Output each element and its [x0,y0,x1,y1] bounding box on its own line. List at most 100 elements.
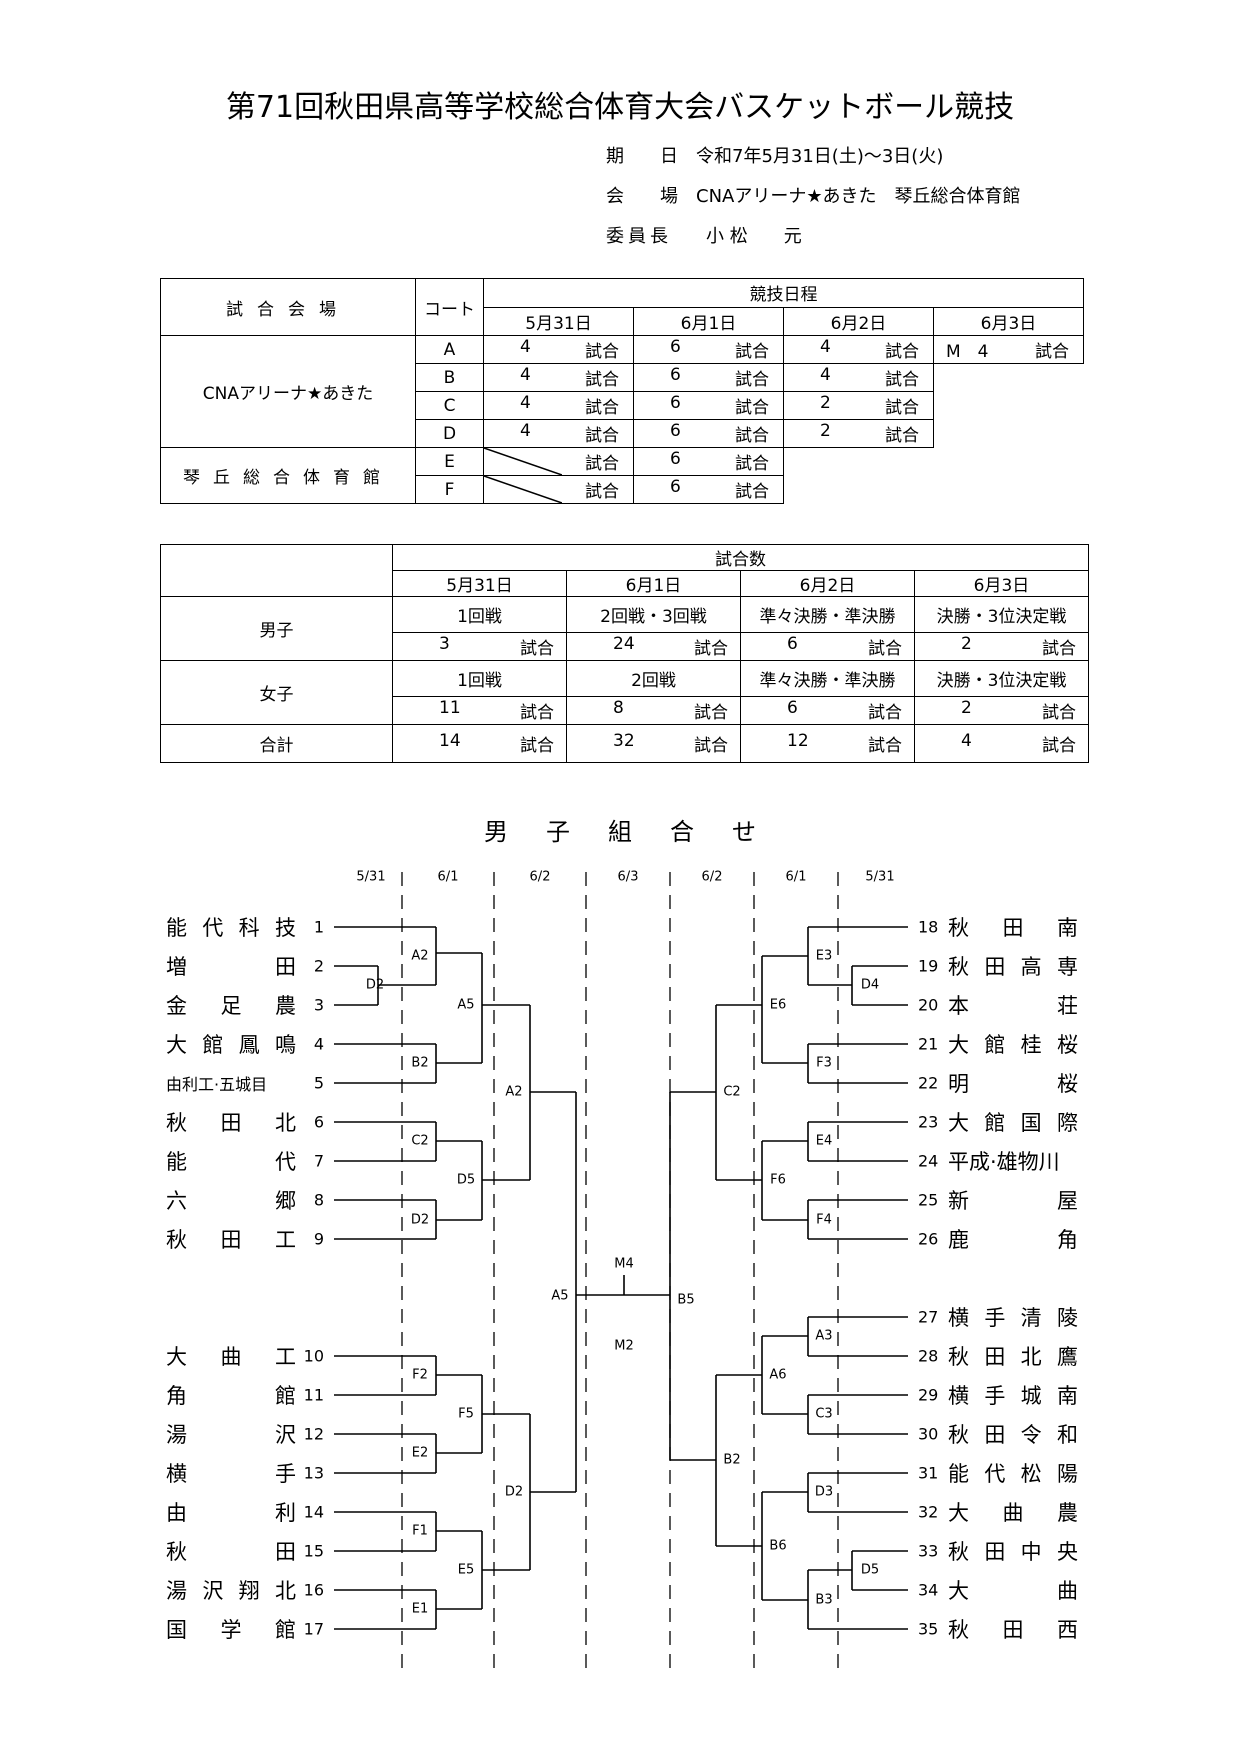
game-label: B6 [769,1538,787,1554]
team-name: 能代松陽 [948,1462,1078,1486]
team-number: 15 [303,1541,324,1561]
team-number: 5 [313,1073,324,1093]
game-label: A6 [769,1367,787,1383]
game-label: D2 [410,1212,430,1228]
team-number: 21 [918,1034,939,1054]
team-name: 湯沢翔北 [166,1579,296,1603]
boys-label: 男子 [160,596,393,661]
game-label: C2 [411,1133,429,1149]
game-label: D5 [456,1172,476,1188]
team-name: 能代科技 [166,916,296,940]
team-number: 28 [918,1346,939,1366]
page-title: 第71回秋田県高等学校総合体育大会バスケットボール競技 [225,90,1015,125]
team-number: 1 [313,917,324,937]
team-name: 角館 [166,1384,296,1408]
team-number: 17 [303,1619,324,1639]
day-label: 5/31 [865,869,895,885]
header-schedule: 競技日程 [483,278,1084,308]
team-name: 秋田北鷹 [948,1345,1078,1369]
court-label: A [415,335,484,364]
round-label: 2回戦・3回戦 [566,596,741,633]
game-label: F3 [816,1055,832,1071]
team-number: 29 [918,1385,939,1405]
date-header: 6月1日 [566,570,741,597]
day-label: 6/3 [617,869,639,885]
game-label: E5 [457,1562,475,1578]
team-name: 大館桂桜 [948,1033,1078,1057]
team-name: 由利 [166,1501,296,1525]
team-number: 8 [313,1190,324,1210]
header-court: コート [415,278,484,336]
team-number: 30 [918,1424,939,1444]
game-label: D2 [504,1484,524,1500]
game-label: E2 [411,1445,429,1461]
games-table: 試合数 5月31日 6月1日 6月2日 6月3日 男子 1回戦 2回戦・3回戦 … [160,544,1089,763]
day-label: 6/2 [529,869,551,885]
game-label: E1 [411,1601,429,1617]
court-label: C [415,391,484,420]
team-name: 由利工·五城目 [166,1075,268,1094]
team-name: 金足農 [166,994,296,1018]
team-number: 2 [313,956,324,976]
game-label: A2 [411,948,429,964]
game-label: D4 [860,977,880,993]
game-label: C3 [815,1406,833,1422]
team-number: 4 [313,1034,324,1054]
team-number: 6 [313,1112,324,1132]
team-name: 秋田北 [166,1111,296,1135]
team-name: 湯沢 [166,1423,296,1447]
team-number: 16 [303,1580,324,1600]
date-header: 5月31日 [483,306,634,336]
date-header: 6月3日 [914,570,1089,597]
venue-kotooka: 琴丘総合体育館 [160,447,416,504]
team-name: 鹿角 [948,1228,1078,1252]
game-label: A5 [551,1288,569,1304]
game-label: F4 [816,1212,832,1228]
team-name: 秋田 [166,1540,296,1564]
team-name: 横手 [166,1462,296,1486]
team-name: 秋田中央 [948,1540,1078,1564]
game-label: A3 [815,1328,833,1344]
day-label: 6/1 [437,869,459,885]
team-number: 9 [313,1229,324,1249]
day-label: 6/2 [701,869,723,885]
team-number: 25 [918,1190,939,1210]
date-header: 6月2日 [783,306,934,336]
round-label: 2回戦 [566,660,741,697]
team-name: 横手清陵 [948,1306,1078,1330]
team-name: 秋田高専 [948,955,1078,979]
game-label: E4 [815,1133,833,1149]
team-name: 大曲農 [948,1501,1078,1525]
team-number: 22 [918,1073,939,1093]
venue-label: 会 場 [606,186,678,207]
team-number: 26 [918,1229,939,1249]
team-name: 大曲 [948,1579,1078,1603]
team-number: 12 [303,1424,324,1444]
team-name: 秋田西 [948,1618,1078,1642]
court-label: E [415,447,484,476]
team-number: 18 [918,917,939,937]
game-label: F1 [412,1523,428,1539]
team-name: 本荘 [948,994,1078,1018]
round-label: 準々決勝・準決勝 [740,596,915,633]
team-number: 33 [918,1541,939,1561]
court-label: B [415,363,484,392]
chair-value: 小 松 元 [706,226,802,247]
team-name: 能代 [166,1150,296,1174]
round-label: 1回戦 [392,596,567,633]
team-name: 秋田令和 [948,1423,1078,1447]
team-name: 新屋 [948,1189,1078,1213]
team-name: 秋田南 [948,916,1078,940]
team-number: 13 [303,1463,324,1483]
game-label: F5 [458,1406,474,1422]
team-name: 大館鳳鳴 [166,1033,296,1057]
game-label: E3 [815,948,833,964]
game-label: B2 [411,1055,429,1071]
team-number: 3 [313,995,324,1015]
